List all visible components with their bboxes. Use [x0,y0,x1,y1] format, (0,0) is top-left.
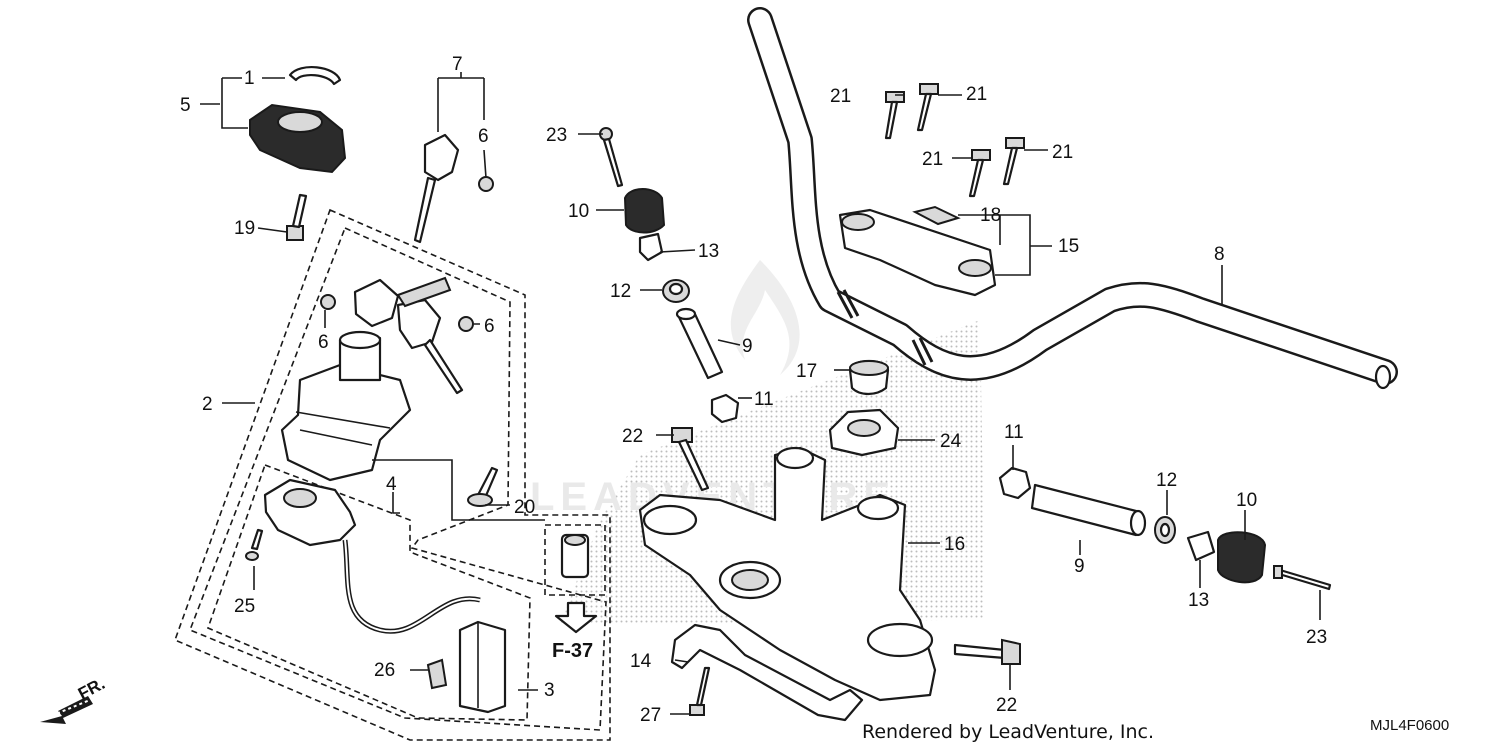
callout-24: 24 [940,431,962,452]
bar-end-weight-left [623,188,666,234]
callout-15: 15 [1058,236,1079,257]
leader-lines [200,72,1321,715]
front-direction-icon [40,696,93,724]
callout-22-a: 22 [622,426,643,447]
control-unit-3 [458,620,507,714]
render-credit: Rendered by LeadVenture, Inc. [862,721,1154,743]
callout-9-b: 9 [1074,556,1085,577]
callout-27: 27 [640,705,661,726]
callout-14: 14 [630,651,652,672]
callout-21-c: 21 [922,149,943,170]
callout-10-b: 10 [1236,490,1257,511]
stem-nut [828,408,900,457]
cable-guide [670,623,864,722]
rubber-12-right [1154,516,1176,544]
callout-19: 19 [234,218,255,239]
key-blank [413,133,460,244]
arrow-down-icon [554,601,598,634]
callout-7: 7 [452,54,463,75]
bolt-21-d [1002,137,1025,186]
bolt-19 [286,193,308,241]
callout-9-a: 9 [742,336,753,357]
front-direction-label: FR. [75,674,108,704]
kit-outline-outer [173,208,611,741]
bar-end-weight-right [1217,531,1267,584]
callout-23-b: 23 [1306,627,1327,648]
bolt-21-a [884,91,905,140]
screw-25 [245,528,264,561]
circlip [288,66,342,86]
switch-assembly-4 [263,478,481,634]
callout-2: 2 [202,394,213,415]
clip-26 [426,658,448,690]
inner-weight-9-right [1030,483,1147,537]
top-bridge [638,446,937,702]
callout-18: 18 [980,205,1001,226]
callout-11-a: 11 [754,389,774,410]
clip-13-left [638,232,664,262]
callout-16: 16 [944,534,965,555]
callout-21-d: 21 [1052,142,1073,163]
screw-23-right [1273,565,1332,591]
callout-20: 20 [514,497,535,518]
callout-12-b: 12 [1156,470,1177,491]
callout-11-b: 11 [1004,422,1024,443]
holder-plate [912,205,961,226]
callout-6-c: 6 [484,316,495,337]
bolt-21-c [968,149,991,198]
callout-13-b: 13 [1188,590,1209,611]
screw-23-left [599,127,624,188]
switch-outline [206,463,531,721]
bolt-21-b [916,83,939,132]
reference-label: F-37 [552,640,593,662]
ignition-switch [280,330,412,482]
diagram-code: MJL4F0600 [1370,717,1449,734]
callout-22-b: 22 [996,695,1017,716]
callout-3: 3 [544,680,555,701]
bolt-27 [689,666,711,716]
callout-10-a: 10 [568,201,589,222]
handlebar-upper-holder [838,208,997,297]
callout-12-a: 12 [610,281,631,302]
nut-11-left [710,393,740,424]
washer-6-c [458,316,474,332]
callout-5: 5 [180,95,191,116]
ignition-key [353,276,464,395]
inner-weight-9-left [675,307,724,380]
callout-26: 26 [374,660,395,681]
reference-box [544,524,606,596]
connector-ref [560,533,590,579]
bolt-22-lower [953,638,1021,665]
stem-cap [848,359,890,396]
callout-25: 25 [234,596,255,617]
callout-1: 1 [244,68,255,89]
washer-6-b [320,294,336,310]
kit-outline-inner [188,226,607,731]
callout-23-a: 23 [546,125,567,146]
bolt-20 [467,466,499,507]
ignition-cover [249,103,347,174]
washer-6-a [478,176,494,192]
callout-13-a: 13 [698,241,719,262]
clip-13-right [1186,530,1216,562]
callout-4: 4 [386,474,397,495]
callout-17: 17 [796,361,817,382]
handlebar [747,7,1398,390]
callout-21-a: 21 [830,86,851,107]
callout-21-b: 21 [966,84,987,105]
nut-11-right [998,466,1032,500]
rubber-12-left [662,279,690,303]
callout-8: 8 [1214,244,1225,265]
callout-6-b: 6 [318,332,329,353]
callout-6-a: 6 [478,126,489,147]
watermark-flame-icon [730,260,800,375]
bolt-22-upper [671,427,710,492]
